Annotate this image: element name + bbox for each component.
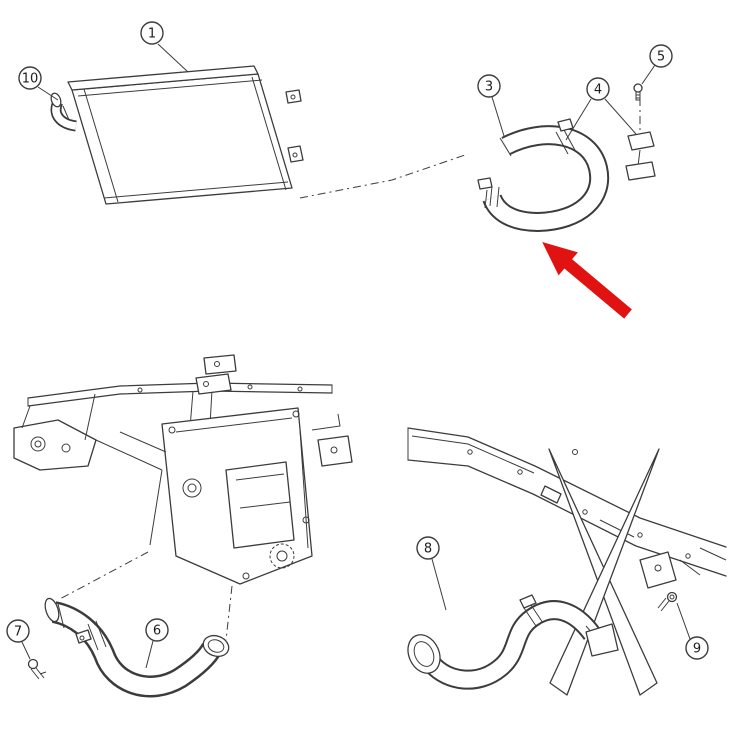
radiator [67,65,304,205]
callout-8: 8 [416,536,447,611]
svg-text:6: 6 [153,624,161,639]
svg-text:5: 5 [657,50,665,65]
callout-3: 3 [477,74,505,137]
bolt-7 [27,658,47,680]
svg-text:7: 7 [14,625,22,640]
svg-text:4: 4 [594,83,602,98]
bolt-5 [633,83,643,101]
centerline-radiator-to-hose [299,153,469,199]
sensor-bracket [625,98,656,181]
svg-text:3: 3 [485,80,493,95]
svg-text:1: 1 [148,27,156,42]
callout-7: 7 [6,619,31,660]
callout-9: 9 [676,602,709,660]
callout-10: 10 [18,66,59,101]
callout-5: 5 [641,44,673,85]
upper-radiator-hose [477,118,610,232]
svg-text:10: 10 [22,72,39,87]
svg-text:9: 9 [693,642,701,657]
front-frame-structure [13,354,353,641]
bolt-9 [657,591,678,612]
callout-1: 1 [140,21,189,73]
lower-hose-left [44,597,230,698]
frame-rail [407,427,727,696]
svg-text:8: 8 [424,542,432,557]
lower-hose-right [407,594,619,690]
callout-4: 4 [565,77,637,141]
callout-6: 6 [145,618,169,669]
red-arrow-icon [542,242,632,319]
